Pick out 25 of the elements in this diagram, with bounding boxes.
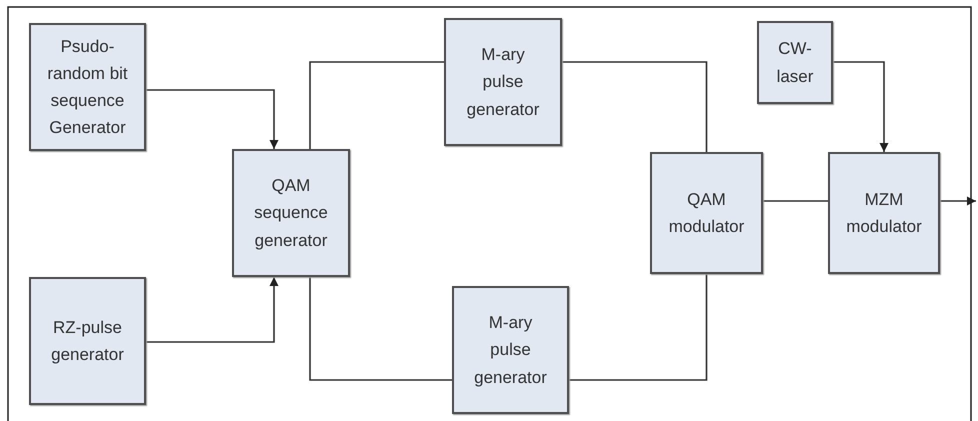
process-box (444, 18, 562, 146)
box-label: M-ary pulse generator (466, 44, 540, 121)
process-box (452, 286, 569, 414)
process-box (650, 152, 763, 274)
connector-line (309, 277, 452, 381)
box-label: RZ-pulse generator (50, 316, 125, 366)
arrow (146, 89, 278, 149)
box-label: M-ary pulse generator (473, 312, 548, 389)
arrow (833, 61, 888, 152)
connector-line (562, 61, 708, 152)
process-box (757, 21, 833, 104)
arrow (940, 196, 976, 206)
box-label: MZM modulator (845, 188, 923, 238)
arrow (146, 277, 278, 343)
process-box (232, 149, 350, 277)
box-label: QAM sequence generator (253, 175, 329, 252)
process-box (29, 277, 146, 405)
box-label: Psudo-random bit sequence Generator (46, 36, 129, 140)
box-label: CW-laser (776, 38, 814, 88)
process-box (828, 152, 940, 274)
connector-line (569, 274, 708, 381)
process-box (29, 23, 146, 151)
box-label: QAM modulator (668, 188, 746, 238)
connector-line (309, 61, 444, 149)
connector-line (763, 200, 828, 202)
